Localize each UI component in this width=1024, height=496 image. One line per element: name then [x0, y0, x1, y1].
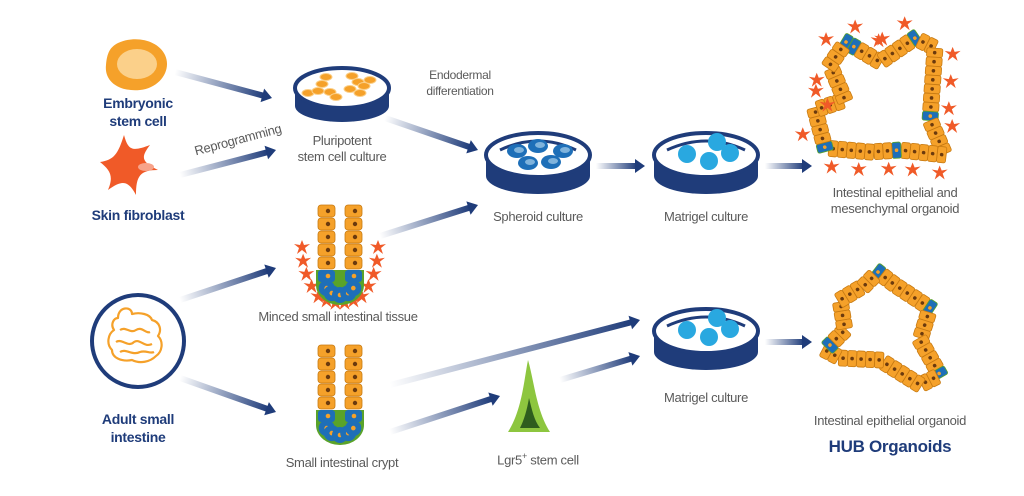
- pluripotent-dish-icon: [293, 66, 391, 122]
- arrow-lgr5-to-matrigel: [559, 352, 641, 383]
- arrow-pluripotent-to-spheroid: [384, 115, 478, 154]
- mesenchymal-line1: Intestinal epithelial and: [832, 185, 958, 200]
- lgr5-superscript: +: [521, 451, 527, 461]
- minced-tissue-label: Minced small intestinal tissue: [258, 309, 418, 324]
- lgr5-rest-text: stem cell: [526, 452, 579, 468]
- epithelial-mesenchymal-organoid-icon: [794, 16, 961, 180]
- matrigel-top-dish-icon: [652, 131, 760, 194]
- minced-tissue-crypt-icon: [294, 204, 386, 310]
- embryonic-line1: Embryonic: [103, 95, 173, 111]
- skin-fibroblast-label: Skin fibroblast: [91, 207, 185, 223]
- skin-fibroblast-icon: [100, 135, 158, 195]
- small-intestinal-crypt-icon: [316, 344, 364, 445]
- matrigel-bottom-dish-icon: [652, 307, 760, 370]
- arrow-intestine-to-crypt: [178, 375, 276, 416]
- matrigel-culture-top-label: Matrigel culture: [663, 209, 749, 224]
- endodermal-line2: differentiation: [426, 84, 494, 98]
- embryonic-stem-cell-label: Embryonic stem cell: [88, 94, 188, 130]
- adult-line1: Adult small: [101, 411, 175, 427]
- spheroid-culture-label: Spheroid culture: [493, 209, 583, 224]
- arrow-crypt-to-lgr5: [389, 392, 500, 435]
- adult-line2: intestine: [110, 429, 166, 445]
- epithelial-organoid-label: Intestinal epithelial organoid: [813, 413, 967, 428]
- arrow-minced-to-spheroid: [379, 201, 478, 239]
- spheroid-dish-icon: [484, 131, 592, 194]
- lgr5-stem-cell-icon: [508, 360, 550, 432]
- arrow-matrigel-to-epithelial-organoid: [765, 335, 812, 349]
- arrow-crypt-to-matrigel: [389, 315, 641, 388]
- mesenchymal-line2: mesenchymal organoid: [830, 201, 960, 216]
- arrow-fibroblast-to-pluripotent: [179, 145, 276, 178]
- pluripotent-line2: stem cell culture: [297, 149, 387, 164]
- arrow-matrigel-to-organoid: [765, 159, 812, 173]
- pluripotent-label: Pluripotent stem cell culture: [282, 133, 402, 165]
- endodermal-label: Endodermal differentiation: [405, 67, 515, 99]
- pluripotent-line1: Pluripotent: [312, 133, 372, 148]
- matrigel-culture-bottom-label: Matrigel culture: [663, 390, 749, 405]
- crypt-label: Small intestinal crypt: [285, 455, 399, 470]
- arrow-spheroid-to-matrigel: [596, 159, 645, 173]
- epithelial-organoid-icon: [819, 263, 948, 393]
- embryonic-stem-cell-icon: [105, 39, 168, 91]
- mesenchymal-organoid-label: Intestinal epithelial and mesenchymal or…: [795, 185, 995, 217]
- lgr5-stem-cell-label: Lgr5+ stem cell: [478, 448, 598, 468]
- endodermal-line1: Endodermal: [429, 68, 491, 82]
- adult-small-intestine-icon: [90, 293, 186, 389]
- adult-small-intestine-label: Adult small intestine: [88, 410, 188, 446]
- hub-organoids-brand: HUB Organoids: [828, 437, 952, 456]
- arrow-intestine-to-minced: [179, 264, 277, 303]
- lgr5-text: Lgr5: [497, 452, 522, 468]
- arrow-embryonic-to-pluripotent: [174, 69, 272, 103]
- embryonic-line2: stem cell: [109, 113, 167, 129]
